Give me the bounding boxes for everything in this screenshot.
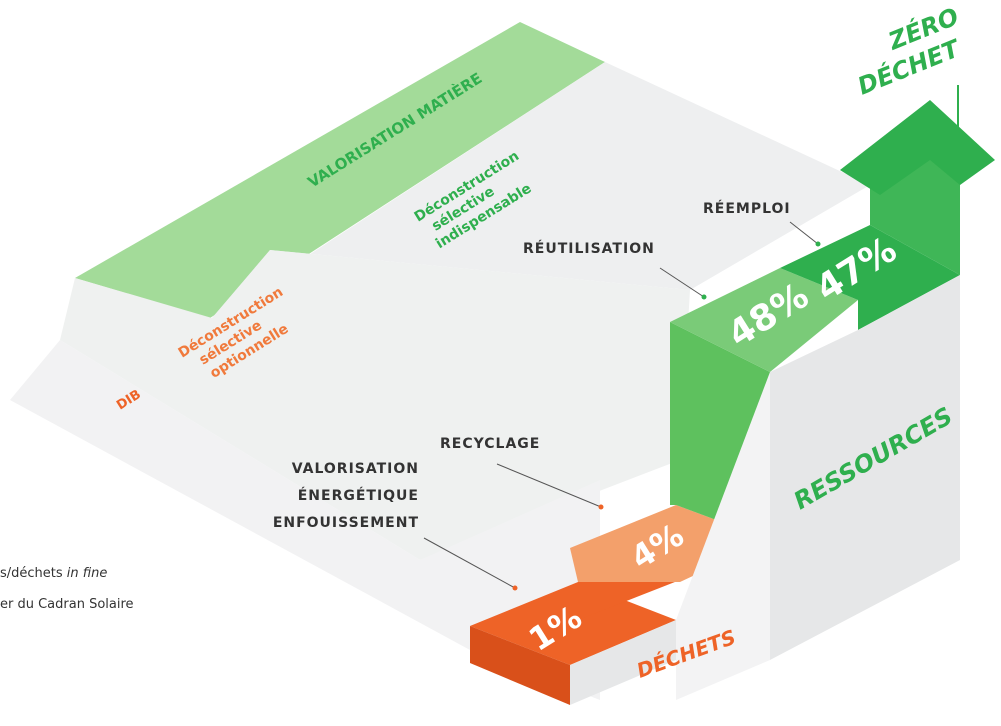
step-reutilisation-top xyxy=(670,268,858,372)
upper-panel xyxy=(212,62,870,318)
ressources-block-front xyxy=(676,372,770,700)
valorisation-line-1: VALORISATION xyxy=(292,461,419,477)
arrow-head xyxy=(840,100,995,195)
caption-line-1: s/déchets in fine xyxy=(0,566,107,581)
callout-line-reutilisation xyxy=(659,267,705,298)
valorisation-line-3: ENFOUISSEMENT xyxy=(273,515,419,531)
middle-panel xyxy=(60,250,690,560)
green-band-panel xyxy=(75,22,605,318)
lower-panel xyxy=(10,340,600,700)
callout-dot-valorisation xyxy=(512,585,518,591)
label-reutilisation: RÉUTILISATION xyxy=(523,240,655,257)
caption-line-1-italic: in fine xyxy=(67,566,108,581)
caption-line-1-prefix: s/déchets xyxy=(0,566,67,581)
label-valorisation: VALORISATION ÉNERGÉTIQUE ENFOUISSEMENT xyxy=(273,461,419,531)
callout-dot-reutilisation xyxy=(701,294,707,300)
caption-line-2: er du Cadran Solaire xyxy=(0,597,134,612)
callout-line-recyclage xyxy=(496,463,602,508)
label-reemploi: RÉEMPLOI xyxy=(703,200,791,217)
callout-dot-reemploi xyxy=(815,241,821,247)
label-recyclage: RECYCLAGE xyxy=(440,436,540,452)
valorisation-line-2: ÉNERGÉTIQUE xyxy=(298,487,419,504)
ressources-block-side xyxy=(770,275,960,660)
callout-line-reemploi xyxy=(789,221,819,245)
step-enfouissement-top xyxy=(470,582,676,665)
callout-line-valorisation xyxy=(423,537,516,589)
callout-dot-recyclage xyxy=(598,504,604,510)
step-enfouissement-front xyxy=(470,626,570,705)
step-reemploi-top xyxy=(780,225,960,330)
